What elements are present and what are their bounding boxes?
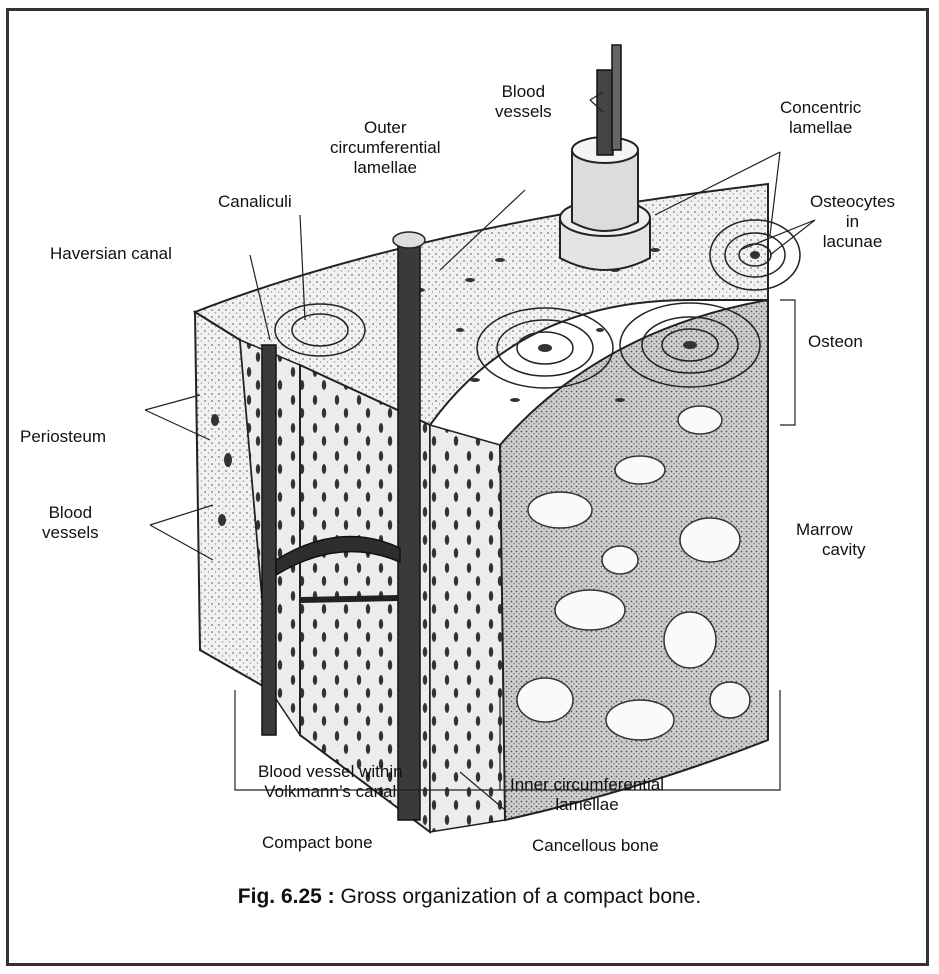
label-compact-bone: Compact bone [262, 833, 373, 853]
label-osteon: Osteon [808, 332, 863, 352]
label-canaliculi: Canaliculi [218, 192, 292, 212]
haversian-canal-vessel [398, 240, 420, 820]
label-haversian-canal: Haversian canal [50, 244, 172, 264]
label-periosteum: Periosteum [20, 427, 106, 447]
caption-text: Gross organization of a compact bone. [335, 885, 702, 908]
caption-figure-number: Fig. 6.25 : [238, 885, 335, 908]
label-cancellous-bone: Cancellous bone [532, 836, 659, 856]
figure-caption: Fig. 6.25 : Gross organization of a comp… [0, 885, 939, 909]
osteon-cylinder [560, 45, 650, 270]
inner-lamellae-face [430, 425, 505, 832]
